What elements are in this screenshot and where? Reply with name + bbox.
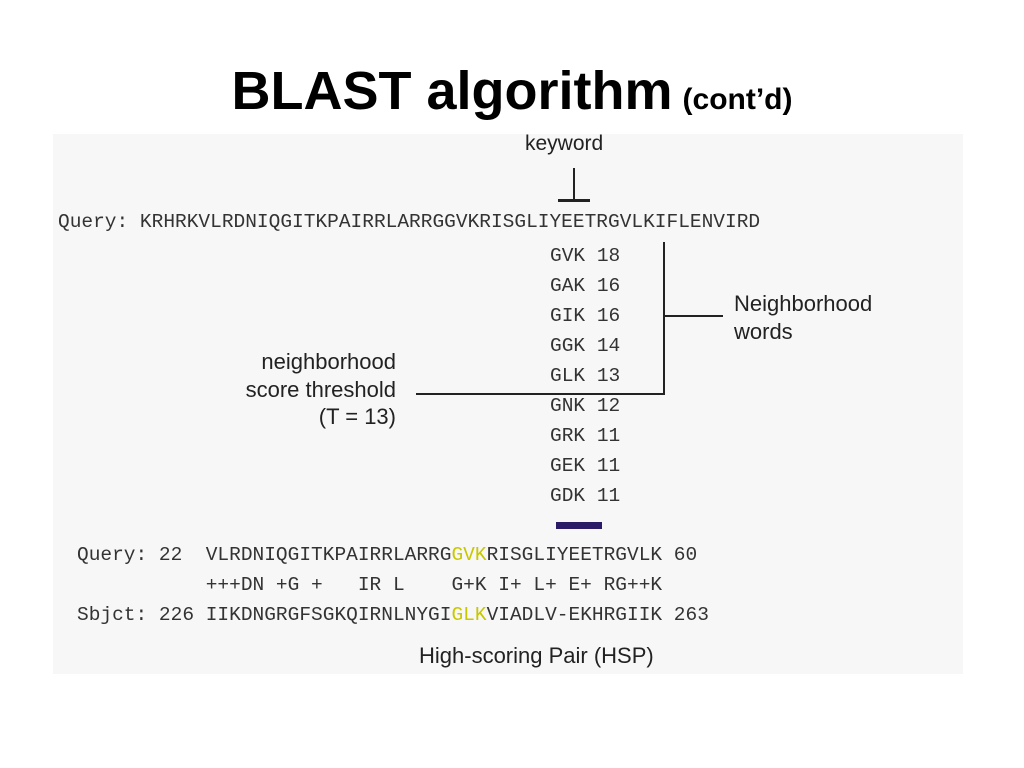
neighbor-score: 11 [596, 485, 621, 507]
neighborhood-bracket-vertical [663, 242, 665, 394]
neighbor-word-row: GIK 16 [550, 305, 621, 327]
neighbor-score: 11 [596, 425, 621, 447]
neighbor-word-row: GLK 13 [550, 365, 621, 387]
neighbor-word: GEK [550, 455, 586, 477]
neighbor-word: GNK [550, 395, 586, 417]
alignment-sbjct-hit: GLK [451, 604, 487, 626]
keyword-stem [573, 168, 575, 200]
neighbor-word-row: GGK 14 [550, 335, 621, 357]
neighbor-score: 16 [596, 275, 621, 297]
neighbor-word: GAK [550, 275, 586, 297]
alignment-sbjct-suffix: VIADLV-EKHRGIIK 263 [486, 604, 709, 626]
hsp-marker-bar [556, 522, 602, 529]
slide-title: BLAST algorithm (cont’d) [0, 60, 1024, 122]
alignment-sbjct-row: Sbjct: 226 IIKDNGRGFSGKQIRNLNYGIGLKVIADL… [77, 604, 709, 626]
neighbor-word: GLK [550, 365, 586, 387]
neighbor-word: GGK [550, 335, 586, 357]
neighbor-score: 14 [596, 335, 621, 357]
neighborhood-bracket-arm [663, 315, 723, 317]
neighbor-score: 12 [596, 395, 621, 417]
keyword-bar [558, 199, 590, 202]
keyword-label: keyword [525, 132, 604, 155]
neighborhood-words-label: Neighborhood words [734, 291, 873, 344]
neighbor-word-row: GNK 12 [550, 395, 621, 417]
neighbor-word-row: GVK 18 [550, 245, 621, 267]
neighbor-word-row: GAK 16 [550, 275, 621, 297]
neighbor-word: GIK [550, 305, 586, 327]
neighbor-score: 16 [596, 305, 621, 327]
alignment-sbjct-prefix: Sbjct: 226 IIKDNGRGFSGKQIRNLNYGI [77, 604, 452, 626]
neighbor-word-row: GEK 11 [550, 455, 621, 477]
neighbor-score: 13 [596, 365, 621, 387]
query-sequence: Query: KRHRKVLRDNIQGITKPAIRRLARRGGVKRISG… [58, 211, 761, 233]
neighbor-word: GVK [550, 245, 586, 267]
neighbor-word: GDK [550, 485, 586, 507]
threshold-label: neighborhood score threshold (T = 13) [245, 349, 396, 429]
neighbor-score: 11 [596, 455, 621, 477]
neighbor-word-row: GRK 11 [550, 425, 621, 447]
alignment-query-hit: GVK [451, 544, 487, 566]
neighbor-score: 18 [596, 245, 621, 267]
neighbor-word-row: GDK 11 [550, 485, 621, 507]
alignment-query-prefix: Query: 22 VLRDNIQGITKPAIRRLARRG [77, 544, 452, 566]
hsp-label: High-scoring Pair (HSP) [419, 643, 654, 668]
alignment-query-row: Query: 22 VLRDNIQGITKPAIRRLARRGGVKRISGLI… [77, 544, 698, 566]
alignment-match-row: +++DN +G + IR L G+K I+ L+ E+ RG++K [77, 574, 663, 596]
neighbor-word: GRK [550, 425, 586, 447]
title-suffix: (cont’d) [682, 83, 793, 116]
title-main: BLAST algorithm [231, 61, 673, 121]
threshold-line [416, 393, 665, 395]
alignment-query-suffix: RISGLIYEETRGVLK 60 [486, 544, 698, 566]
blast-figure: keyword Query: KRHRKVLRDNIQGITKPAIRRLARR… [53, 132, 963, 674]
